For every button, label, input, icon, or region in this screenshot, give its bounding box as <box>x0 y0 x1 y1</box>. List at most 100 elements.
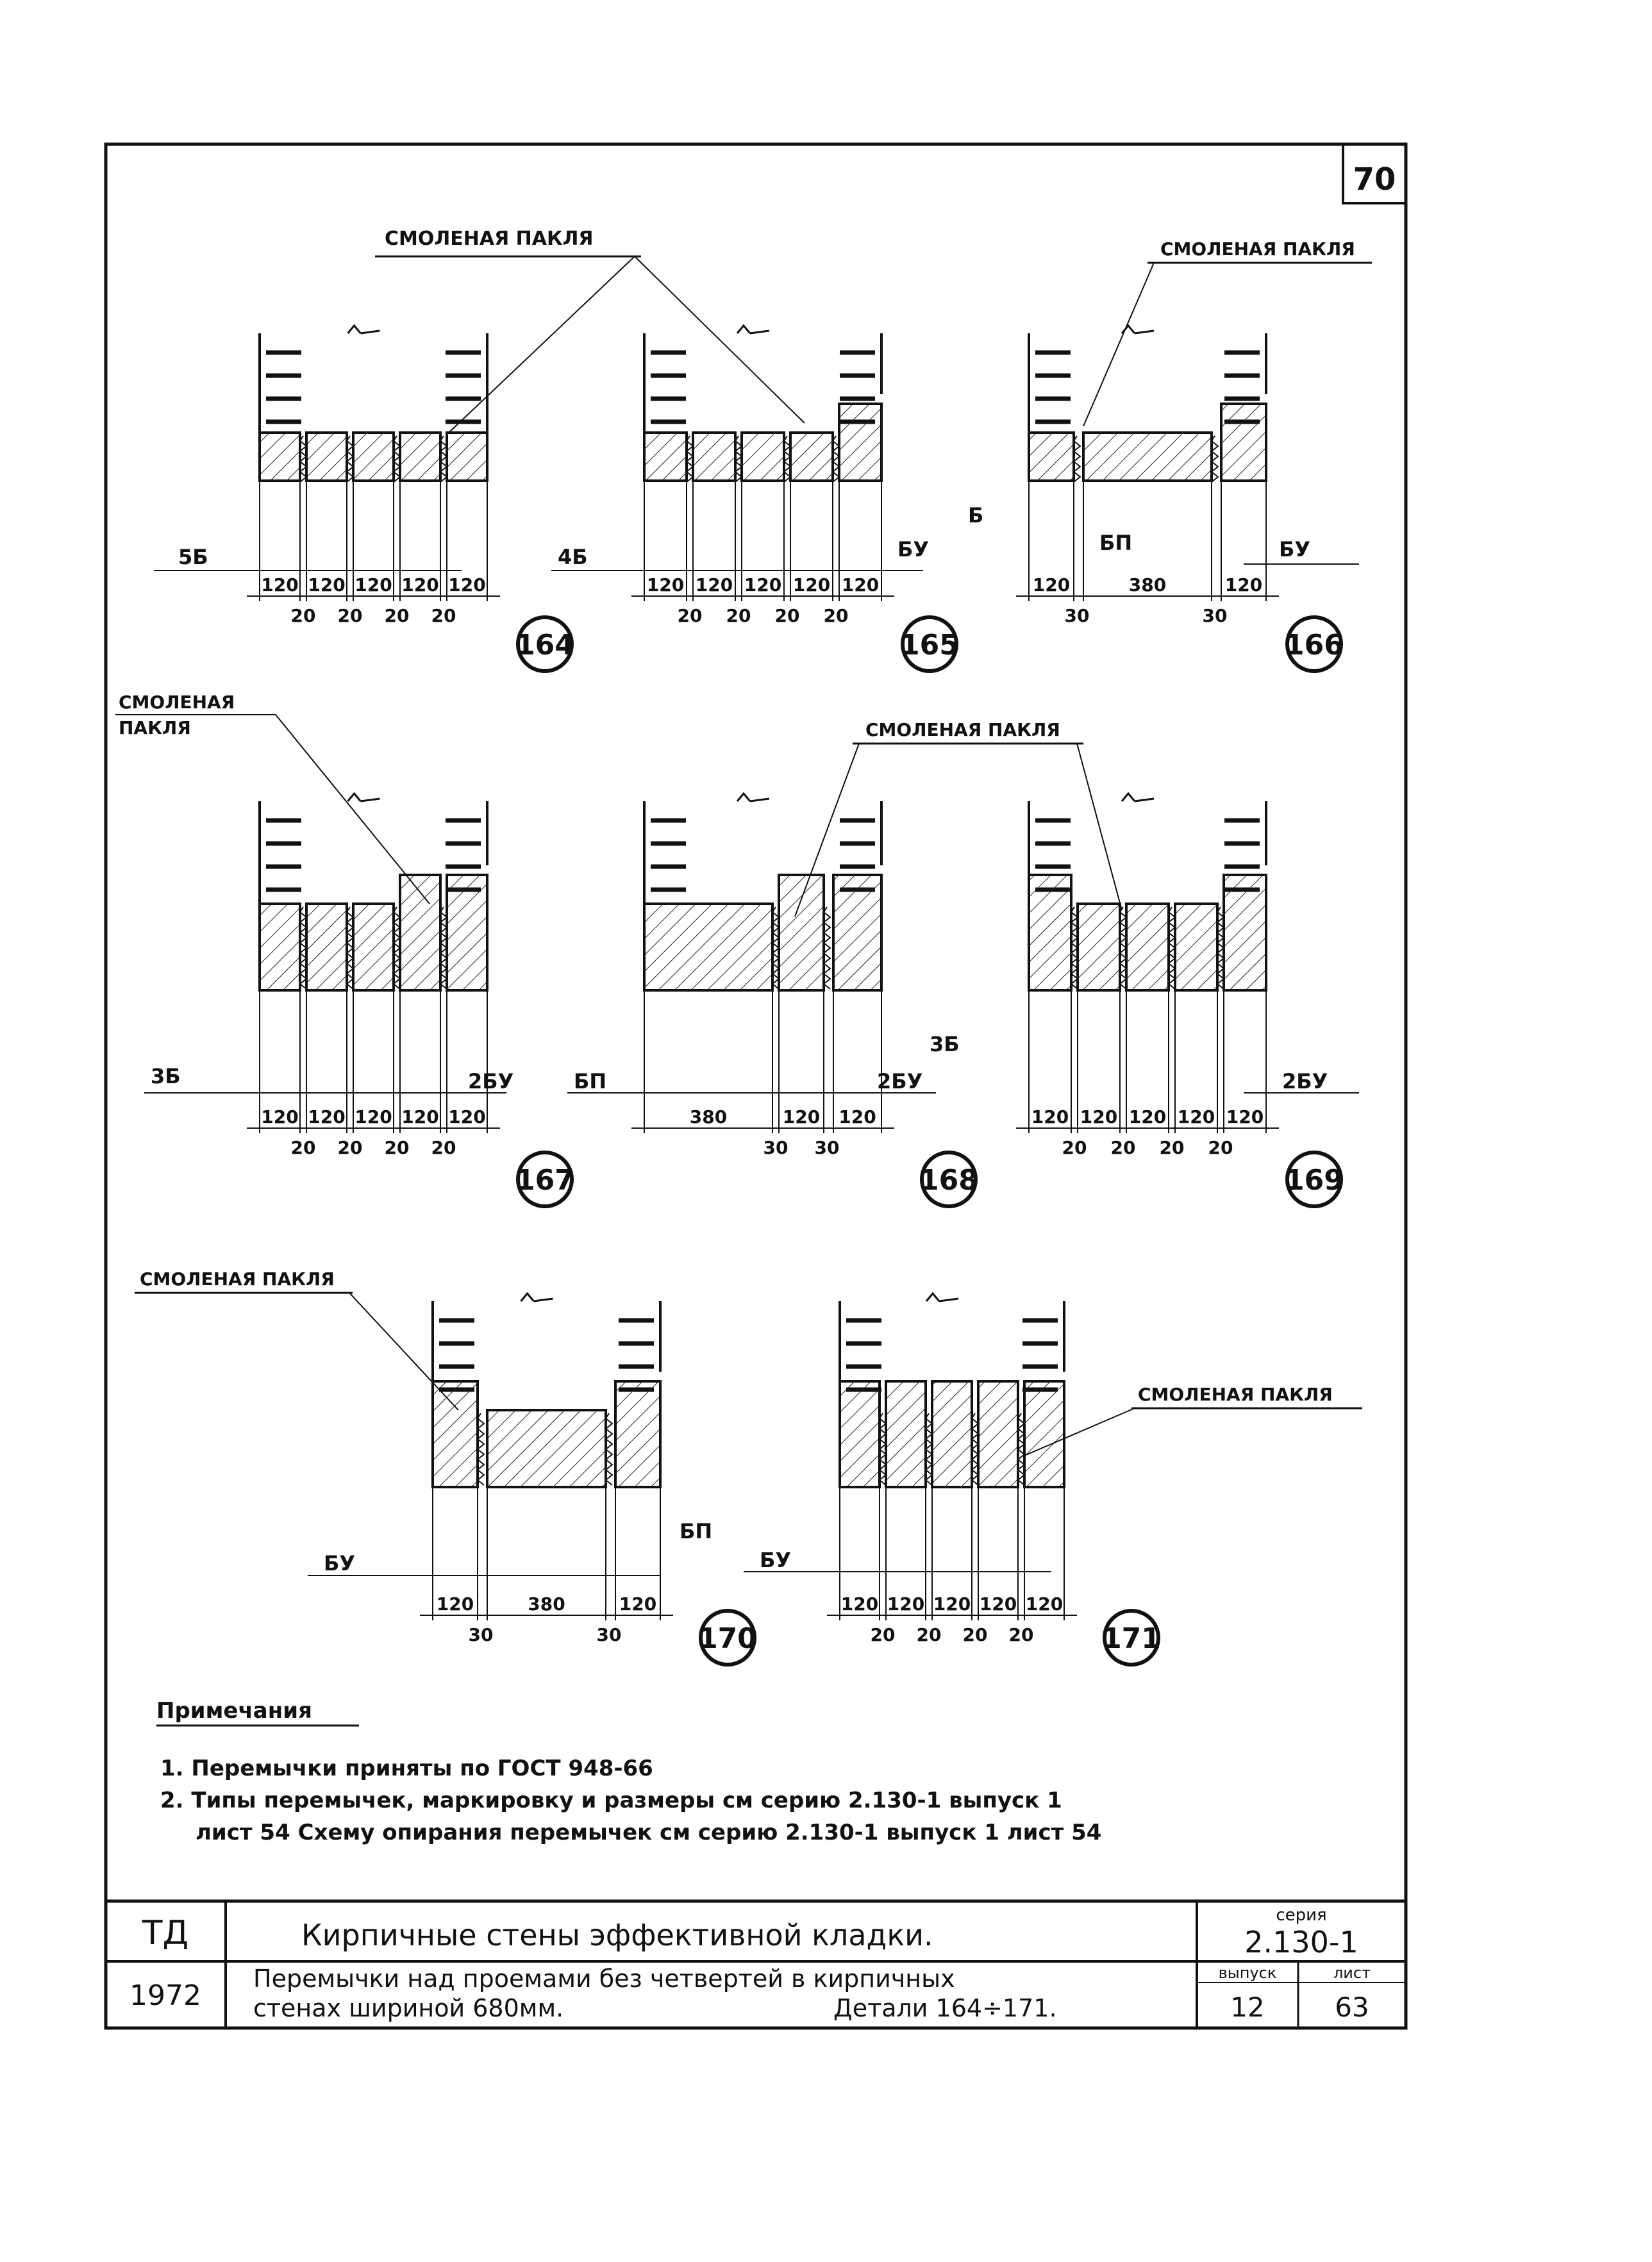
detail-number-circle <box>516 1151 574 1208</box>
joint-dimension: 20 <box>338 605 363 626</box>
joint-dimension: 30 <box>1065 605 1090 626</box>
material-label: СМОЛЕНАЯ ПАКЛЯ <box>140 1268 335 1290</box>
joint-dimension: 20 <box>385 1137 410 1158</box>
material-label: СМОЛЕНАЯ ПАКЛЯ <box>385 228 594 250</box>
dimension-value: 120 <box>401 1106 438 1127</box>
dimension-value: 120 <box>841 1593 878 1615</box>
dimension-value: 120 <box>980 1593 1017 1615</box>
lintel-block <box>446 431 488 482</box>
lintel-mark-label: БУ <box>324 1551 355 1576</box>
lintel-mark-label: 2БУ <box>877 1069 922 1094</box>
lintel-block <box>1028 431 1075 482</box>
detail-number: 170 <box>698 1622 757 1655</box>
lintel-block <box>832 874 883 992</box>
lintel-block <box>839 1380 881 1488</box>
tarred-tow-joint <box>1017 1413 1026 1486</box>
lintel-block <box>643 431 688 482</box>
dimension-value: 120 <box>842 574 879 595</box>
lintel-mark-label: БП <box>680 1519 712 1543</box>
dimension-value: 120 <box>308 574 345 595</box>
joint-dimension: 30 <box>1203 605 1228 626</box>
detail-number-circle <box>699 1609 756 1667</box>
break-line <box>347 324 380 335</box>
sheet-frame <box>104 142 1408 2030</box>
joint-dimension: 20 <box>726 605 751 626</box>
lintel-block <box>1125 902 1170 992</box>
lintel-mark-label: 2БУ <box>1282 1069 1328 1094</box>
lintel-block <box>778 874 825 992</box>
lintel-block <box>486 1409 607 1488</box>
joint-dimension: 20 <box>824 605 849 626</box>
tarred-tow-joint <box>346 435 355 483</box>
issue-value: 12 <box>1230 1992 1264 2023</box>
dimension-value: 380 <box>690 1106 727 1127</box>
lintel-block <box>1028 874 1072 992</box>
material-label: СМОЛЕНАЯ ПАКЛЯ <box>1160 238 1355 260</box>
tarred-tow-joint <box>734 435 743 483</box>
lintel-block <box>885 1380 927 1488</box>
lintel-block <box>352 902 395 992</box>
lintel-mark-label: 2БУ <box>468 1069 513 1094</box>
detail-number: 166 <box>1285 629 1344 661</box>
title-org: ТД <box>142 1914 188 1952</box>
break-line <box>925 1292 959 1302</box>
tarred-tow-joint <box>878 1413 887 1486</box>
lintel-mark-label: 3Б <box>930 1032 960 1056</box>
detail-number-circle <box>1285 1151 1343 1208</box>
detail-number-circle <box>1103 1609 1160 1667</box>
tarred-tow-joint <box>1210 435 1219 483</box>
joint-dimension: 20 <box>1208 1137 1233 1158</box>
material-label: СМОЛЕНАЯ ПАКЛЯ <box>865 719 1060 740</box>
lintel-block <box>352 431 395 482</box>
lintel-block <box>740 431 785 482</box>
dimension-value: 120 <box>619 1593 656 1615</box>
material-label: СМОЛЕНАЯ <box>119 692 235 713</box>
sheet-value: 63 <box>1335 1992 1369 2023</box>
lintel-mark-label: БП <box>1099 531 1132 555</box>
tarred-tow-joint <box>299 435 308 483</box>
dimension-value: 120 <box>647 574 684 595</box>
note-2: 2. Типы перемычек, маркировку и размеры … <box>160 1788 1062 1813</box>
dimension-value: 120 <box>355 574 392 595</box>
lintel-mark-label: 4Б <box>558 545 588 569</box>
lintel-block <box>977 1380 1019 1488</box>
lintel-block <box>431 1380 479 1488</box>
break-line <box>1121 792 1155 803</box>
tarred-tow-joint <box>783 435 792 483</box>
title-sub-details: Детали 164÷171. <box>833 1994 1057 2022</box>
lintel-mark-label: БУ <box>897 537 929 561</box>
dimension-value: 120 <box>933 1593 971 1615</box>
joint-dimension: 20 <box>963 1624 988 1645</box>
detail-number: 168 <box>919 1164 978 1197</box>
lintel-block <box>789 431 834 482</box>
dimension-value: 120 <box>437 1593 474 1615</box>
dimension-value: 120 <box>1178 1106 1215 1127</box>
joint-dimension: 20 <box>917 1624 942 1645</box>
joint-dimension: 20 <box>1160 1137 1185 1158</box>
detail-number: 165 <box>900 629 959 661</box>
lintel-mark-label: Б <box>968 503 983 528</box>
tarred-tow-joint <box>685 435 694 483</box>
tarred-tow-joint <box>476 1413 485 1486</box>
material-label: СМОЛЕНАЯ ПАКЛЯ <box>1138 1384 1333 1405</box>
title-sub-1: Перемычки над проемами без четвертей в к… <box>253 1965 955 1993</box>
detail-number-circle <box>516 615 574 673</box>
break-line <box>736 324 770 335</box>
dimension-value: 120 <box>783 1106 820 1127</box>
joint-dimension: 30 <box>469 1624 494 1645</box>
lintel-block <box>614 1380 662 1488</box>
lintel-block <box>1023 1380 1065 1488</box>
joint-dimension: 20 <box>1062 1137 1087 1158</box>
tarred-tow-joint <box>924 1413 933 1486</box>
tarred-tow-joint <box>971 1413 980 1486</box>
joint-dimension: 20 <box>431 1137 456 1158</box>
detail-number-circle <box>920 1151 978 1208</box>
lintel-block <box>1174 902 1219 992</box>
tarred-tow-joint <box>822 906 831 990</box>
lintel-block <box>931 1380 973 1488</box>
joint-dimension: 30 <box>815 1137 840 1158</box>
joint-dimension: 20 <box>385 605 410 626</box>
